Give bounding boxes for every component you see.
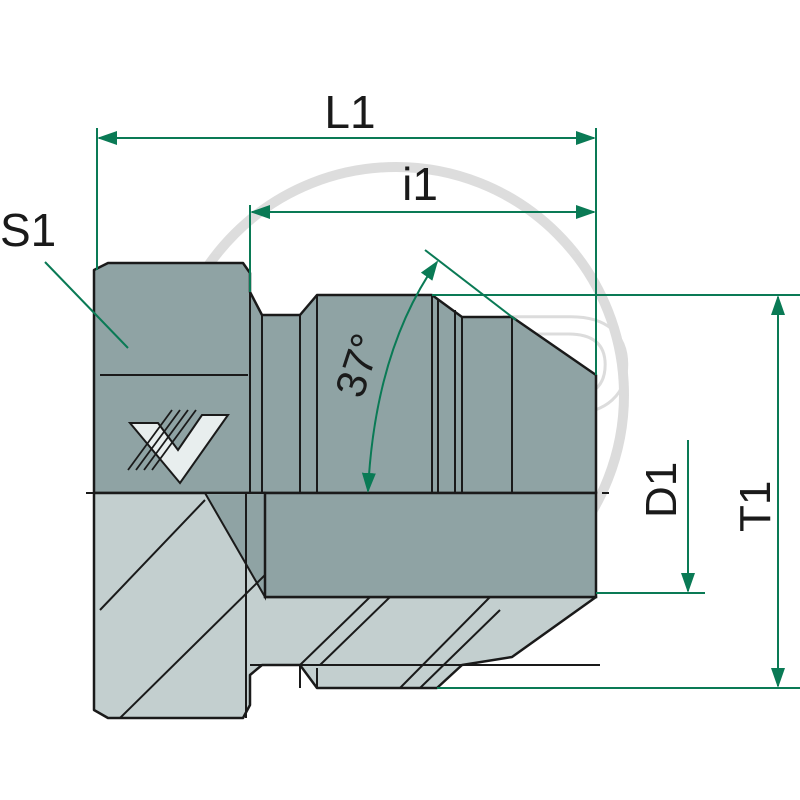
- bore-body: [263, 491, 598, 599]
- label-l1: L1: [324, 86, 375, 138]
- label-s1: S1: [0, 204, 56, 256]
- label-d1: D1: [637, 462, 686, 518]
- label-t1: T1: [731, 481, 780, 532]
- leader-s1: [44, 261, 129, 349]
- dimension-lines: [96, 128, 800, 689]
- section-hatching: [99, 499, 501, 719]
- label-i1: i1: [402, 158, 438, 210]
- logo-mark: [127, 409, 230, 485]
- dim-arc-angle: [361, 260, 439, 493]
